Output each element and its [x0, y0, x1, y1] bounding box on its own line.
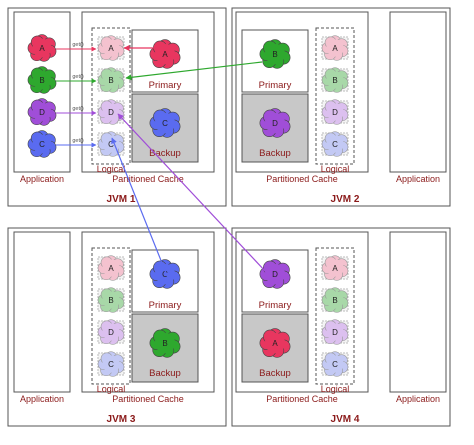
jvm3-application-box	[13, 231, 71, 393]
jvm3-logical-key-c: C	[97, 351, 125, 377]
jvm3-application-label: Application	[20, 394, 64, 404]
jvm1-container: JVM 1 Application Partitioned CacheLogical…	[7, 7, 227, 207]
cloud-label-d: D	[332, 328, 338, 337]
jvm1-get-label-a: get()	[72, 42, 83, 48]
jvm1-backup-label: Backup	[149, 148, 181, 159]
jvm2-primary-label: Primary	[259, 80, 292, 91]
jvm2-application-box	[389, 11, 447, 173]
jvm1-logical-key-b: B	[97, 67, 125, 93]
jvm3-backup-label: Backup	[149, 368, 181, 379]
jvm2-primary-key-b: B	[259, 39, 291, 69]
route-arrow-c	[111, 137, 169, 279]
jvm1-get-label-d: get()	[72, 106, 83, 112]
jvm2-logical-key-d: D	[321, 99, 349, 125]
jvm4-title: JVM 4	[331, 414, 360, 425]
cloud-label-b: B	[332, 296, 337, 305]
jvm1-app-key-d: D	[27, 98, 57, 126]
cloud-label-c: C	[39, 140, 45, 149]
jvm1-logical-key-a: A	[97, 35, 125, 61]
jvm3-primary-key-c: C	[149, 259, 181, 289]
jvm4-backup-key-a: A	[259, 328, 291, 358]
jvm3-title: JVM 3	[107, 414, 136, 425]
jvm4-partitioned-cache-label: Partitioned Cache	[266, 394, 338, 404]
cloud-label-b: B	[39, 76, 44, 85]
jvm3-container: JVM 3 Application Partitioned CacheLogical…	[7, 227, 227, 427]
route-arrow-d	[117, 113, 267, 273]
jvm2-logical-label: Logical	[321, 164, 350, 174]
jvm1-app-key-c: C	[27, 130, 57, 158]
jvm4-logical-key-b: B	[321, 287, 349, 313]
jvm2-backup-key-d: D	[259, 108, 291, 138]
jvm4-application-box	[389, 231, 447, 393]
jvm1-logical-key-d: D	[97, 99, 125, 125]
cloud-label-d: D	[108, 108, 114, 117]
jvm2-title: JVM 2	[331, 194, 360, 205]
cloud-label-a: A	[162, 50, 168, 59]
cloud-label-a: A	[272, 339, 278, 348]
jvm2-container: JVM 2 Application Partitioned CacheLogical…	[231, 7, 451, 207]
jvm1-get-label-b: get()	[72, 74, 83, 80]
cloud-label-d: D	[272, 270, 278, 279]
jvm3-logical-label: Logical	[97, 384, 126, 394]
jvm2-logical-key-c: C	[321, 131, 349, 157]
cloud-label-c: C	[332, 140, 338, 149]
cloud-label-b: B	[108, 296, 113, 305]
jvm2-application-label: Application	[396, 174, 440, 184]
jvm1-primary-key-a: A	[149, 39, 181, 69]
jvm3-partitioned-cache-label: Partitioned Cache	[112, 394, 184, 404]
jvm1-app-key-b: B	[27, 66, 57, 94]
jvm4-logical-key-c: C	[321, 351, 349, 377]
cloud-label-c: C	[108, 140, 114, 149]
jvm4-container: JVM 4 Application Partitioned CacheLogical…	[231, 227, 451, 427]
cloud-label-d: D	[39, 108, 45, 117]
jvm1-application-label: Application	[20, 174, 64, 184]
jvm4-logical-key-a: A	[321, 255, 349, 281]
jvm4-application-label: Application	[396, 394, 440, 404]
jvm1-get-label-c: get()	[72, 138, 83, 144]
jvm1-logical-label: Logical	[97, 164, 126, 174]
jvm2-partitioned-cache-label: Partitioned Cache	[266, 174, 338, 184]
cloud-label-b: B	[332, 76, 337, 85]
jvm1-app-key-a: A	[27, 34, 57, 62]
cloud-label-c: C	[162, 270, 168, 279]
cloud-label-a: A	[108, 264, 114, 273]
jvm4-backup-label: Backup	[259, 368, 291, 379]
jvm4-logical-label: Logical	[321, 384, 350, 394]
jvm1-logical-key-c: C	[97, 131, 125, 157]
jvm2-logical-key-b: B	[321, 67, 349, 93]
cloud-label-d: D	[108, 328, 114, 337]
jvm3-logical-key-a: A	[97, 255, 125, 281]
jvm2-backup-label: Backup	[259, 148, 291, 159]
cloud-label-d: D	[272, 119, 278, 128]
jvm4-logical-key-d: D	[321, 319, 349, 345]
cloud-label-b: B	[108, 76, 113, 85]
jvm3-logical-key-d: D	[97, 319, 125, 345]
cloud-label-a: A	[108, 44, 114, 53]
cloud-label-a: A	[332, 44, 338, 53]
jvm1-backup-key-c: C	[149, 108, 181, 138]
jvm4-primary-key-d: D	[259, 259, 291, 289]
cloud-label-a: A	[332, 264, 338, 273]
cloud-label-b: B	[272, 50, 277, 59]
cloud-label-c: C	[108, 360, 114, 369]
cloud-label-c: C	[162, 119, 168, 128]
jvm3-backup-key-b: B	[149, 328, 181, 358]
route-arrow-b	[125, 61, 263, 81]
cloud-label-a: A	[39, 44, 45, 53]
jvm2-logical-key-a: A	[321, 35, 349, 61]
jvm4-primary-label: Primary	[259, 300, 292, 311]
jvm1-title: JVM 1	[107, 194, 136, 205]
jvm1-partitioned-cache-label: Partitioned Cache	[112, 174, 184, 184]
cloud-label-c: C	[332, 360, 338, 369]
cloud-label-b: B	[162, 339, 167, 348]
jvm1-primary-label: Primary	[149, 80, 182, 91]
cloud-label-d: D	[332, 108, 338, 117]
jvm3-logical-key-b: B	[97, 287, 125, 313]
jvm3-primary-label: Primary	[149, 300, 182, 311]
